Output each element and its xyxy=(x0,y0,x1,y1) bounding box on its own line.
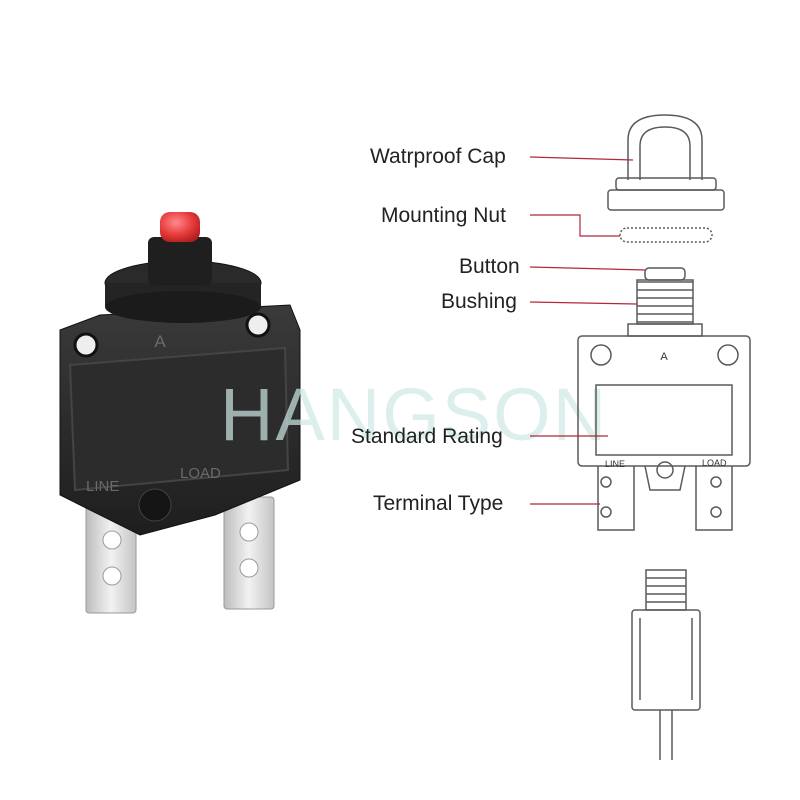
drawing-center-screw xyxy=(656,461,674,479)
drawing-waterproof-cap xyxy=(627,114,703,180)
callout-standard-rating: Standard Rating xyxy=(351,425,503,448)
callout-button: Button xyxy=(459,255,520,278)
photo-terminal-line xyxy=(85,504,137,614)
drawing-bushing xyxy=(636,279,694,325)
drawing-button xyxy=(644,267,686,281)
drawing-mounting-hole xyxy=(590,344,612,366)
leader-line xyxy=(529,266,646,271)
callout-terminal-type: Terminal Type xyxy=(373,492,503,515)
leader-line xyxy=(529,301,638,305)
drawing-cap-base xyxy=(607,189,725,211)
drawing-bushing-base xyxy=(627,323,703,337)
breaker-photo: A LINE LOAD xyxy=(59,212,301,614)
drawing-side-view xyxy=(631,569,701,760)
drawing-load-label: LOAD xyxy=(702,458,727,468)
photo-terminal-screw xyxy=(138,488,172,522)
photo-load-label: LOAD xyxy=(180,465,221,482)
drawing-body-letter: A xyxy=(660,351,668,363)
breaker-exploded-drawing xyxy=(577,114,751,760)
drawing-cap-rim xyxy=(615,177,717,191)
drawing-body-marks: A LINE LOAD xyxy=(605,351,727,469)
callout-waterproof-cap: Watrproof Cap xyxy=(370,145,506,168)
drawing-mounting-hole xyxy=(717,344,739,366)
drawing-line-label: LINE xyxy=(605,459,625,469)
watermark: HANGSON xyxy=(220,373,608,456)
photo-mounting-hole xyxy=(73,332,99,358)
leader-line xyxy=(530,214,620,237)
leader-line xyxy=(529,156,634,161)
photo-terminal-load xyxy=(223,496,275,610)
drawing-rating-window xyxy=(595,384,733,456)
photo-label-recess xyxy=(68,346,290,492)
callout-mounting-nut: Mounting Nut xyxy=(381,204,506,227)
photo-bushing xyxy=(148,237,212,285)
callouts: Watrproof Cap Mounting Nut Button Bushin… xyxy=(351,145,646,515)
callout-bushing: Bushing xyxy=(441,290,517,313)
photo-mounting-hole xyxy=(245,312,271,338)
photo-body-letter: A xyxy=(154,332,166,351)
photo-reset-button xyxy=(160,212,200,242)
drawing-bushing-thread xyxy=(637,281,693,323)
drawing-body xyxy=(577,335,751,467)
drawing-terminal-line xyxy=(597,466,635,531)
drawing-center-bracket xyxy=(644,465,686,491)
drawing-mounting-nut xyxy=(619,227,713,243)
drawing-terminal-load xyxy=(695,466,733,531)
photo-line-label: LINE xyxy=(86,478,119,495)
